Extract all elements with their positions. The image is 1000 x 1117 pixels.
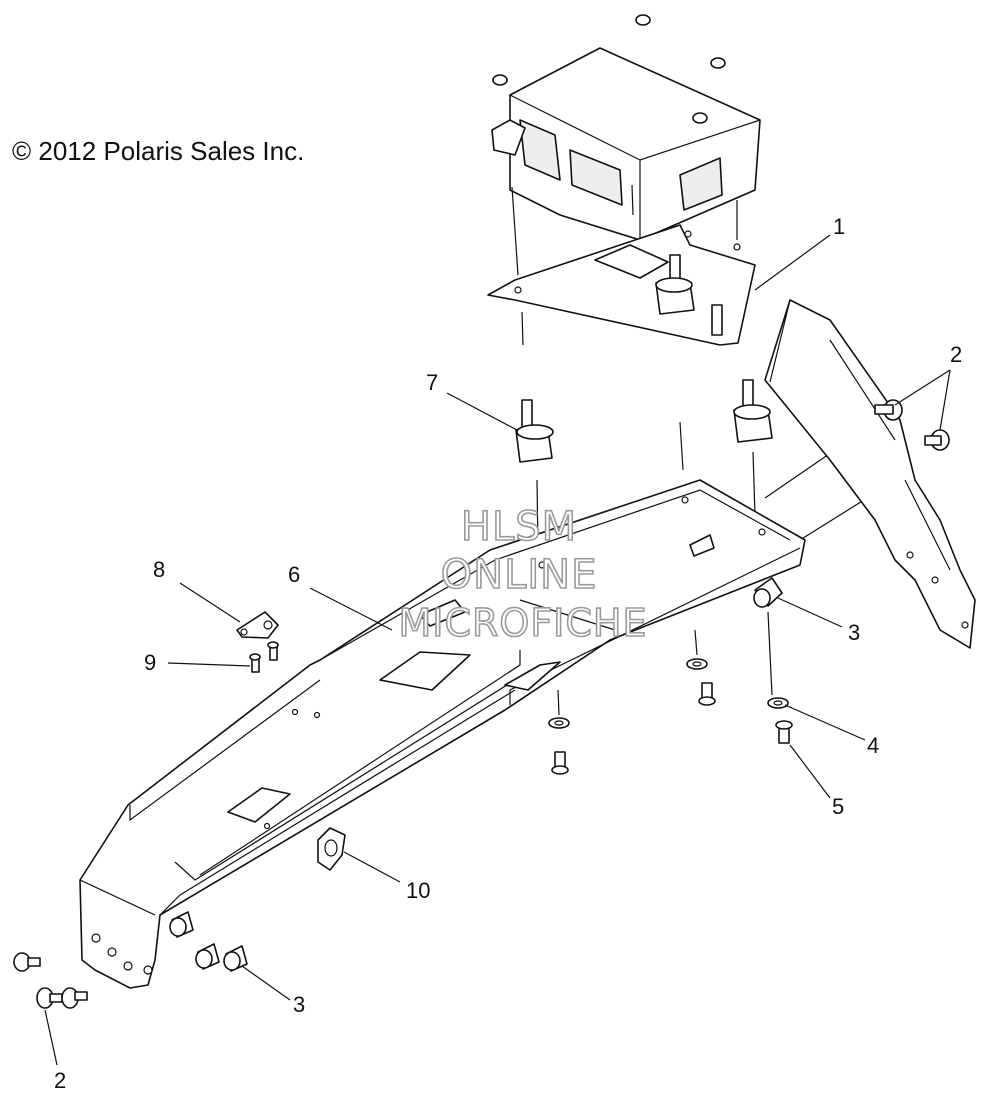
bushings[interactable] <box>169 577 783 972</box>
callout-1: 1 <box>833 214 845 239</box>
callout-9: 9 <box>144 650 156 675</box>
copyright-notice: © 2012 Polaris Sales Inc. <box>12 136 305 166</box>
callout-8: 8 <box>153 557 165 582</box>
watermark: HLSM ONLINE MICROFICHE <box>398 503 648 646</box>
callout-10: 10 <box>406 878 430 903</box>
screws-left[interactable] <box>13 952 88 1009</box>
main-tray[interactable] <box>79 479 806 989</box>
module-nuts[interactable] <box>492 14 726 124</box>
cable-clip[interactable] <box>317 827 346 871</box>
control-module[interactable] <box>491 47 761 241</box>
callout-5: 5 <box>832 794 844 819</box>
washers[interactable] <box>548 658 789 729</box>
callout-3-right: 3 <box>848 620 860 645</box>
callout-6: 6 <box>288 562 300 587</box>
screws-small[interactable] <box>249 641 279 673</box>
callout-2-right: 2 <box>950 342 962 367</box>
callout-2-left: 2 <box>54 1068 66 1093</box>
callout-3-left: 3 <box>293 992 305 1017</box>
rubber-isolators[interactable] <box>515 254 773 463</box>
watermark-line-3: MICROFICHE <box>398 601 647 645</box>
watermark-line-2: ONLINE <box>441 552 598 598</box>
mounting-plate[interactable] <box>487 224 756 346</box>
rivets[interactable] <box>551 682 793 775</box>
callout-leaders <box>44 234 951 1066</box>
side-bracket[interactable] <box>764 299 976 649</box>
watermark-line-1: HLSM <box>461 504 577 550</box>
callout-labels: 1 2 2 3 3 4 5 6 7 8 9 10 <box>54 214 962 1093</box>
callout-7: 7 <box>426 370 438 395</box>
callout-4: 4 <box>867 733 879 758</box>
small-bracket[interactable] <box>236 611 279 639</box>
